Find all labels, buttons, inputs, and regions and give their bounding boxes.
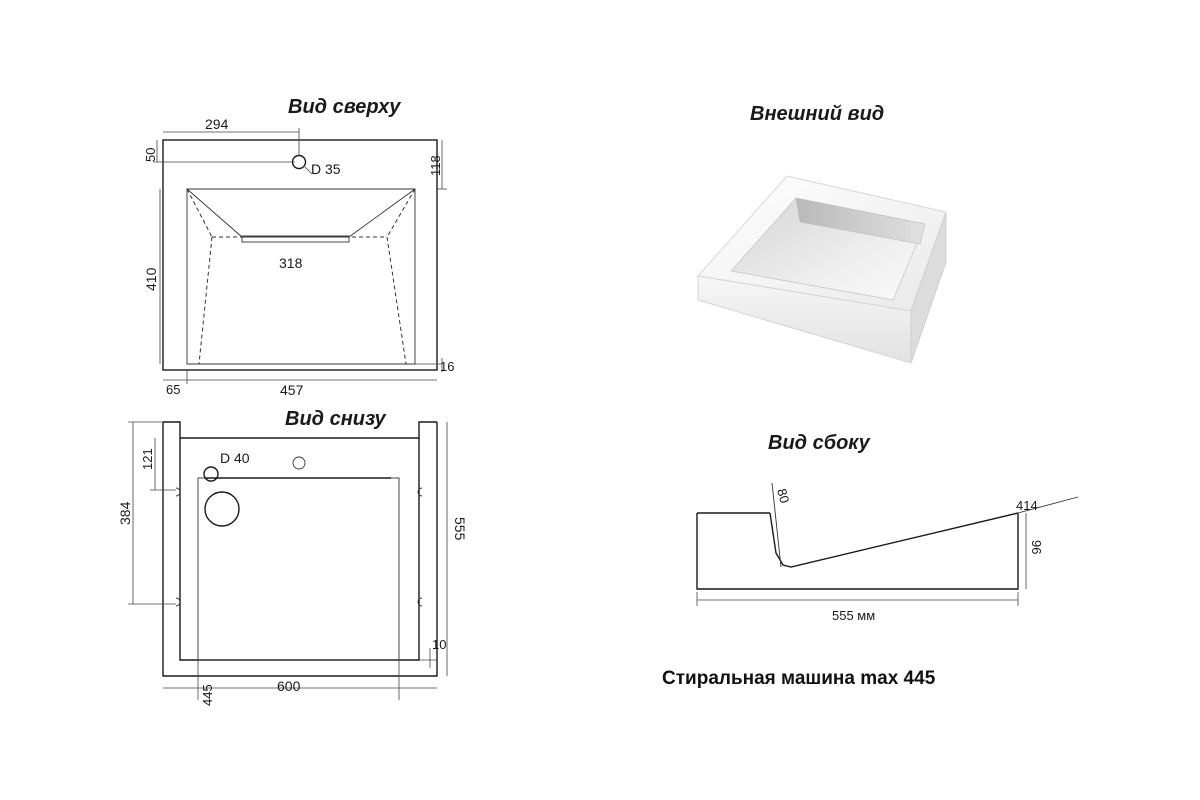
mount-hole-left-top xyxy=(175,487,181,497)
drain-pipe-circle xyxy=(204,491,240,527)
top-view-drawing: D 35 294 50 118 318 410 16 65 457 xyxy=(143,116,454,398)
dim-16-label: 16 xyxy=(440,359,454,374)
side-view-slope-profile xyxy=(769,512,1019,568)
dim-318-label: 318 xyxy=(279,255,303,271)
tap-hole-leader xyxy=(304,166,313,175)
mounting-holes xyxy=(175,487,423,607)
dim-294-label: 294 xyxy=(205,116,229,132)
top-view-slope-line-left-top xyxy=(186,188,243,238)
top-view-inner-dash-left-bottom xyxy=(198,236,213,365)
dim-384-label: 384 xyxy=(117,501,133,525)
mount-hole-right-top xyxy=(417,487,423,497)
sink-side-face xyxy=(910,211,947,364)
dim-414-leader xyxy=(1017,496,1079,514)
top-view-inner-dash-right-bottom xyxy=(386,236,407,365)
dim-10-label: 10 xyxy=(432,637,446,652)
dim-410-label: 410 xyxy=(143,267,159,291)
top-view-basin-outer xyxy=(186,188,416,365)
mount-hole-left-bottom xyxy=(175,597,181,607)
bottom-view-top-edge xyxy=(163,421,437,439)
top-view-inner-dash-right xyxy=(386,188,416,238)
dim-80-label: 80 xyxy=(774,487,792,505)
dim-555mm-label: 555 мм xyxy=(832,608,875,623)
washing-machine-caption: Стиральная машина max 445 xyxy=(662,668,936,689)
tap-hole-bottom-icon xyxy=(292,456,306,470)
exterior-view-render xyxy=(697,175,947,364)
top-view-inner-dash-left xyxy=(186,188,213,238)
side-view-heading: Вид сбоку xyxy=(768,432,871,454)
bottom-view-outline xyxy=(162,422,438,677)
top-view-outline xyxy=(162,139,438,371)
dim-457-label: 457 xyxy=(280,382,304,398)
dim-414-label: 414 xyxy=(1016,498,1038,513)
drain-hole-icon xyxy=(203,466,219,482)
bottom-view-drawing: D 40 121 384 555 10 445 600 xyxy=(117,421,468,706)
sink-drain-slot xyxy=(795,197,926,245)
top-view-slot xyxy=(241,235,350,243)
dim-555-label: 555 xyxy=(452,517,468,541)
dim-118-label: 118 xyxy=(428,155,443,176)
side-view-outline xyxy=(696,513,1019,590)
dim-445-label: 445 xyxy=(200,684,215,706)
bottom-view-inner-outline xyxy=(179,438,420,661)
side-view-drawing: 80 414 96 555 мм xyxy=(696,482,1079,623)
dim-65-label: 65 xyxy=(166,382,180,397)
top-view-heading: Вид сверху xyxy=(288,96,401,118)
dim-96-label: 96 xyxy=(1029,540,1044,554)
washer-cutout xyxy=(197,477,400,661)
exterior-view-heading: Внешний вид xyxy=(750,103,884,125)
top-view-slope-line-right-top xyxy=(348,188,416,238)
tap-hole-diameter-label: D 35 xyxy=(311,161,341,177)
bottom-view-heading: Вид снизу xyxy=(285,408,386,430)
mount-hole-right-bottom xyxy=(417,597,423,607)
dim-80-leader xyxy=(771,482,782,568)
dim-121-label: 121 xyxy=(140,448,155,470)
drain-diameter-label: D 40 xyxy=(220,450,250,466)
dim-600-label: 600 xyxy=(277,678,301,694)
dim-50-label: 50 xyxy=(143,148,158,162)
